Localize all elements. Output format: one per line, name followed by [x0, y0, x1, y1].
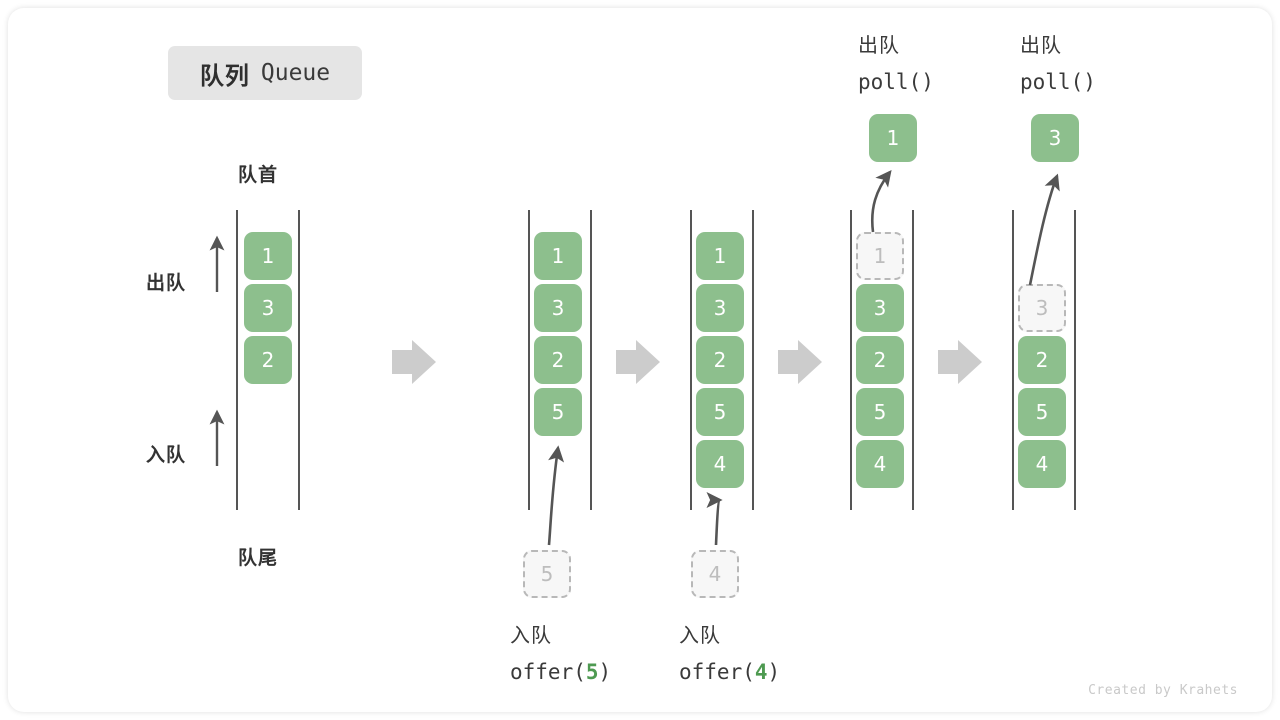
queue-element: 3 — [244, 284, 292, 332]
poll-1-caption-cn: 出队 — [858, 35, 900, 57]
queue-element: 1 — [244, 232, 292, 280]
queue-element: 4 — [1018, 440, 1066, 488]
offer-4-code-suffix: ) — [767, 660, 781, 684]
queue-element-new: 4 — [696, 440, 744, 488]
queue-element: 2 — [696, 336, 744, 384]
incoming-element-ghost: 5 — [523, 550, 571, 598]
title-en: Queue — [260, 60, 331, 86]
queue-rail-right-4 — [912, 210, 914, 510]
offer-4-code-prefix: offer( — [679, 660, 755, 684]
offer-5-code-value: 5 — [585, 660, 599, 684]
queue-rail-left-2 — [528, 210, 530, 510]
queue-rail-left-1 — [236, 210, 238, 510]
incoming-element-ghost: 4 — [691, 550, 739, 598]
queue-element: 3 — [534, 284, 582, 332]
offer-5-caption-code: offer(5) — [510, 654, 611, 690]
polled-element: 3 — [1031, 114, 1079, 162]
poll-1-caption-code: poll() — [858, 70, 934, 94]
offer-5-caption-cn: 入队 — [510, 625, 552, 647]
queue-element: 3 — [856, 284, 904, 332]
queue-element: 2 — [244, 336, 292, 384]
queue-tail-label: 队尾 — [238, 548, 279, 569]
offer-5-code-suffix: ) — [598, 660, 612, 684]
queue-element: 3 — [696, 284, 744, 332]
queue-element: 2 — [534, 336, 582, 384]
offer-5-code-prefix: offer( — [510, 660, 586, 684]
title-cn: 队列 — [199, 62, 250, 90]
queue-element: 4 — [856, 440, 904, 488]
offer-5-caption: 入队 offer(5) — [510, 618, 611, 690]
poll-3-caption: 出队 poll() — [1020, 28, 1096, 100]
queue-element-removed: 1 — [856, 232, 904, 280]
queue-rail-left-4 — [850, 210, 852, 510]
queue-element: 2 — [1018, 336, 1066, 384]
offer-4-caption-cn: 入队 — [679, 625, 721, 647]
queue-rail-right-1 — [298, 210, 300, 510]
poll-3-caption-code: poll() — [1020, 70, 1096, 94]
queue-element: 5 — [696, 388, 744, 436]
offer-4-caption-code: offer(4) — [679, 654, 780, 690]
queue-element: 1 — [696, 232, 744, 280]
poll-3-caption-cn: 出队 — [1020, 35, 1062, 57]
credit-text: Created by Krahets — [1088, 683, 1238, 698]
queue-rail-left-3 — [690, 210, 692, 510]
queue-element: 1 — [534, 232, 582, 280]
queue-element-new: 5 — [534, 388, 582, 436]
queue-head-label: 队首 — [238, 165, 279, 186]
title-badge: 队列 Queue — [168, 46, 362, 100]
queue-rail-right-3 — [752, 210, 754, 510]
poll-1-caption: 出队 poll() — [858, 28, 934, 100]
queue-rail-right-2 — [590, 210, 592, 510]
dequeue-side-label: 出队 — [146, 273, 187, 294]
diagram-card — [8, 8, 1272, 712]
queue-rail-left-5 — [1012, 210, 1014, 510]
polled-element: 1 — [869, 114, 917, 162]
queue-element: 5 — [856, 388, 904, 436]
queue-element: 2 — [856, 336, 904, 384]
queue-element-removed: 3 — [1018, 284, 1066, 332]
offer-4-caption: 入队 offer(4) — [679, 618, 780, 690]
queue-element: 5 — [1018, 388, 1066, 436]
enqueue-side-label: 入队 — [146, 445, 187, 466]
offer-4-code-value: 4 — [754, 660, 768, 684]
queue-rail-right-5 — [1074, 210, 1076, 510]
